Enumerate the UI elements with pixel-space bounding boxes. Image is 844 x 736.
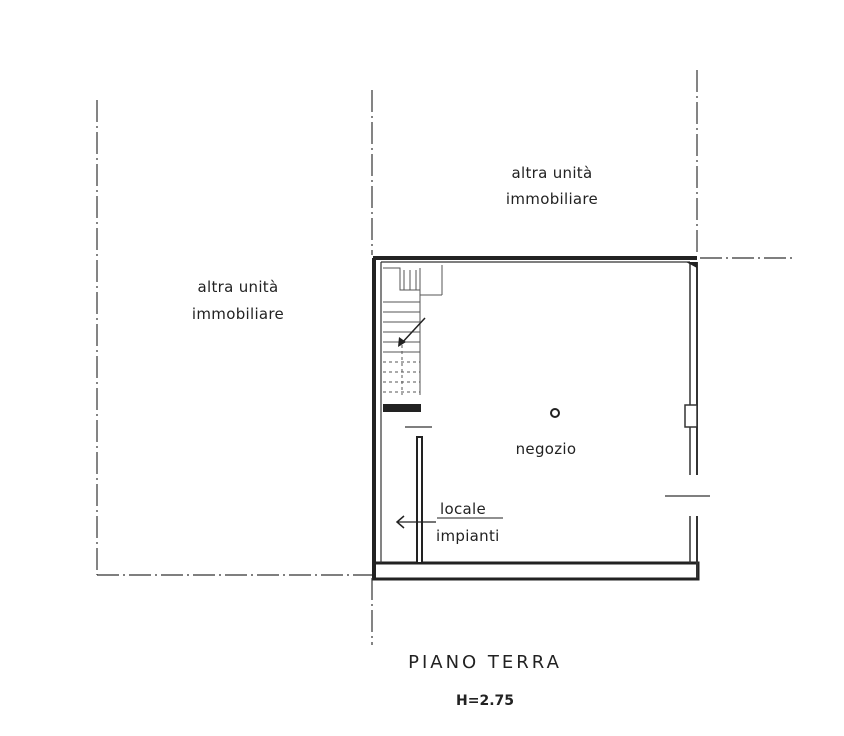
top-unit-label-line1: altra unità: [512, 164, 593, 182]
stair-arrow-line: [399, 317, 426, 346]
plant-room-label-line1: locale: [440, 500, 486, 518]
center-point-marker: [550, 408, 560, 418]
top-unit-label-line2: immobiliare: [506, 190, 598, 208]
height-label: H=2.75: [456, 693, 514, 709]
storefront-pillar: [684, 404, 698, 428]
staircase: [383, 265, 443, 395]
left-unit-label-line1: altra unità: [198, 278, 279, 296]
corner-column: [686, 262, 697, 268]
walls: [372, 256, 710, 581]
partitions: [383, 404, 432, 564]
stair-arrow-head: [398, 337, 406, 347]
plant-room-label-line2: impianti: [436, 527, 500, 545]
stair-landing-wall: [383, 404, 421, 412]
plant-room-wall: [416, 436, 423, 564]
stair-outline: [383, 267, 420, 291]
plant-room-arrow: [395, 515, 436, 529]
left-unit-label-line2: immobiliare: [192, 305, 284, 323]
boundary-lines: [96, 70, 795, 645]
shop-label: negozio: [516, 440, 577, 458]
bottom-wall: [372, 561, 700, 581]
floor-name-label: PIANO TERRA: [408, 652, 562, 673]
